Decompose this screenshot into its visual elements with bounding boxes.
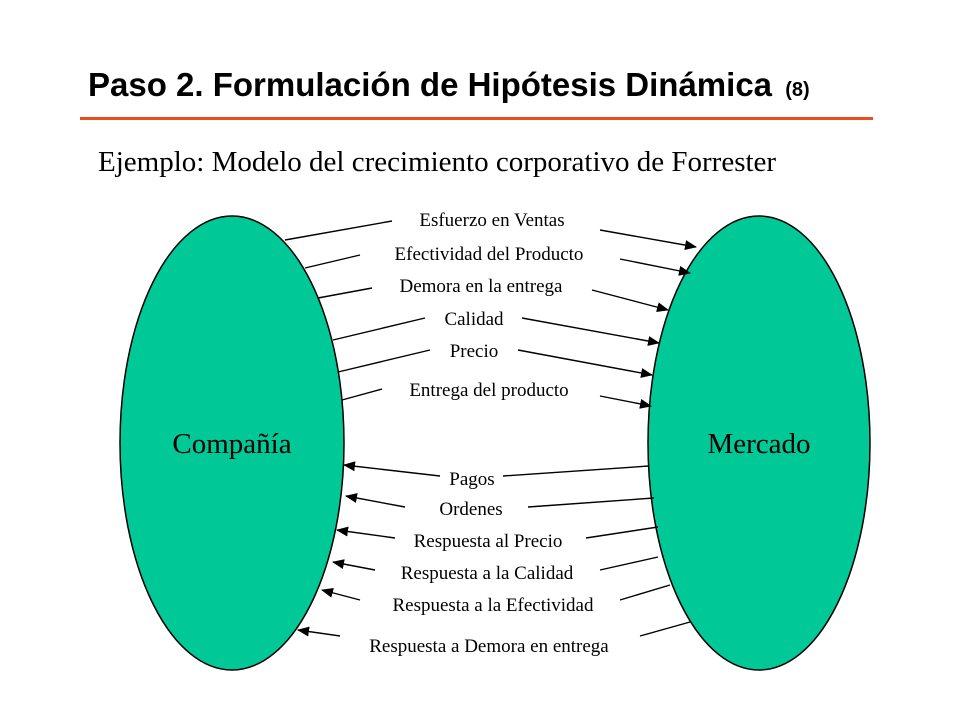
flow-to-company-arrow-tail-3 <box>599 556 659 571</box>
flow-to-market-label-1: Efectividad del Producto <box>395 244 584 265</box>
flow-to-market-arrow-tail-2 <box>317 287 373 299</box>
company-ellipse <box>119 215 345 671</box>
flow-to-company-arrow-tail-0 <box>502 465 650 477</box>
flow-to-company-label-5: Respuesta a Demora en entrega <box>369 636 609 657</box>
flow-to-company-label-2: Respuesta al Precio <box>414 531 563 552</box>
flow-to-company-label-0: Pagos <box>449 469 494 490</box>
market-ellipse <box>647 215 871 671</box>
flow-to-company-arrow-head-5 <box>297 626 341 637</box>
flow-to-market-arrow-head-2 <box>591 289 669 313</box>
flow-to-market-label-3: Calidad <box>444 309 504 330</box>
flow-to-company-arrow-head-2 <box>336 526 396 539</box>
title-number: (8) <box>785 79 810 101</box>
flow-to-company-arrow-head-0 <box>343 461 441 477</box>
flow-to-market-arrow-tail-3 <box>332 317 426 341</box>
flow-to-company-arrow-tail-1 <box>527 497 655 508</box>
flow-to-market-arrow-head-4 <box>517 349 653 378</box>
subtitle: Ejemplo: Modelo del crecimiento corporat… <box>98 146 777 178</box>
flow-to-market-arrow-head-5 <box>599 395 652 409</box>
flow-to-market-arrow-tail-1 <box>304 254 361 269</box>
flow-to-company-arrow-tail-4 <box>619 584 671 601</box>
page-title: Paso 2. Formulación de Hipótesis Dinámic… <box>88 66 918 104</box>
flow-to-company-arrow-tail-2 <box>585 526 659 539</box>
flow-to-market-arrow-tail-5 <box>341 388 383 401</box>
flow-to-company-label-4: Respuesta a la Efectividad <box>392 595 594 616</box>
flow-to-market-arrow-head-0 <box>599 229 697 251</box>
flow-to-market-arrow-tail-0 <box>284 220 393 241</box>
company-label: Compañía <box>172 428 291 460</box>
flow-to-company-arrow-head-4 <box>321 587 361 601</box>
flow-to-market-label-2: Demora en la entrega <box>400 276 564 297</box>
flow-to-company-arrow-head-3 <box>332 559 376 571</box>
flow-to-company-arrow-head-1 <box>345 493 406 508</box>
flow-to-market-arrow-head-1 <box>619 258 691 276</box>
flow-to-company-arrow-tail-5 <box>639 621 691 637</box>
flow-to-market-arrow-tail-4 <box>337 349 431 373</box>
flow-to-market-label-5: Entrega del producto <box>409 380 568 401</box>
flow-to-company-label-3: Respuesta a la Calidad <box>401 563 574 584</box>
flow-to-market-label-0: Esfuerzo en Ventas <box>419 210 564 231</box>
title-underline <box>80 117 873 120</box>
flow-to-market-arrow-head-3 <box>521 317 660 346</box>
flow-to-company-label-1: Ordenes <box>439 499 502 520</box>
title-text: Paso 2. Formulación de Hipótesis Dinámic… <box>88 66 773 103</box>
flow-arrows <box>284 220 697 637</box>
flow-to-market-label-4: Precio <box>450 341 499 362</box>
market-label: Mercado <box>707 428 810 460</box>
